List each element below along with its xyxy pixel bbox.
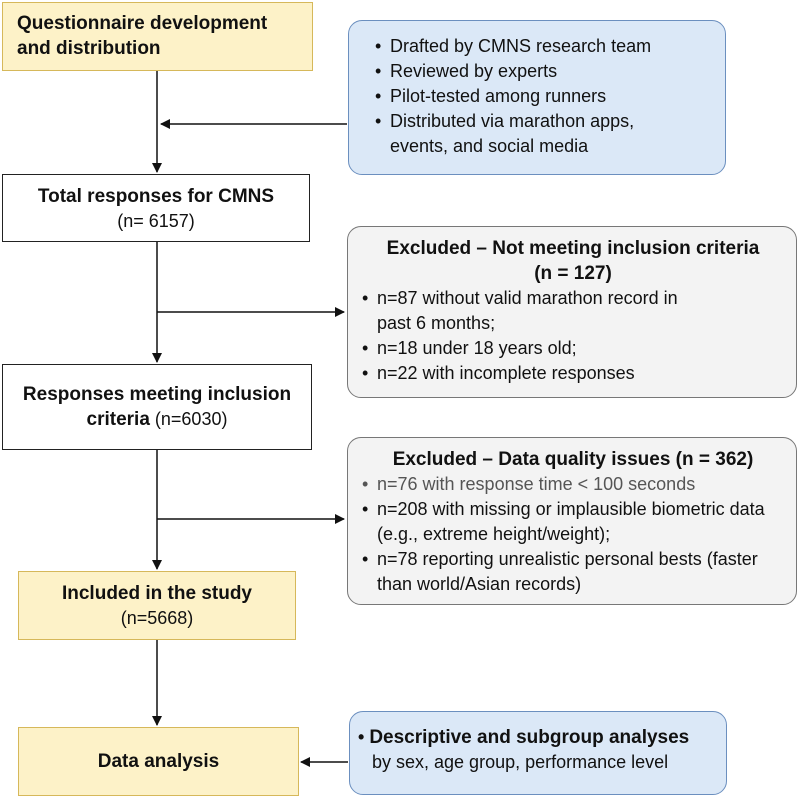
exclusion-quality-item: n=76 with response time < 100 seconds — [360, 472, 786, 497]
node-included-title: Included in the study — [61, 583, 252, 604]
exclusion-criteria-item: n=22 with incomplete responses — [360, 361, 786, 386]
development-note-item: Drafted by CMNS research team — [373, 34, 715, 59]
node-questionnaire-line1: Questionnaire development — [17, 13, 268, 34]
development-notes-box: Drafted by CMNS research team Reviewed b… — [348, 20, 726, 175]
exclusion-criteria-count: (n = 127) — [534, 263, 612, 284]
analysis-notes-box: • Descriptive and subgroup analyses by s… — [349, 711, 727, 795]
exclusion-criteria-box: Excluded – Not meeting inclusion criteri… — [347, 226, 797, 398]
development-note-item: Pilot-tested among runners — [373, 84, 715, 109]
node-meeting-line2-bold: criteria — [86, 409, 150, 430]
node-data-analysis: Data analysis — [18, 727, 299, 796]
exclusion-quality-header: Excluded – Data quality issues (n = 362) — [392, 449, 754, 470]
node-analysis-title: Data analysis — [97, 751, 220, 772]
node-total-responses: Total responses for CMNS (n= 6157) — [2, 174, 310, 242]
exclusion-quality-item: n=208 with missing or implausible biomet… — [360, 497, 767, 547]
node-total-title: Total responses for CMNS — [37, 185, 275, 207]
node-total-count: (n= 6157) — [117, 210, 195, 231]
development-note-item: Reviewed by experts — [373, 59, 715, 84]
exclusion-criteria-header: Excluded – Not meeting inclusion criteri… — [386, 238, 760, 259]
node-included: Included in the study (n=5668) — [18, 571, 296, 640]
development-note-item: Distributed via marathon apps, events, a… — [373, 109, 695, 159]
node-meeting-criteria: Responses meeting inclusion criteria (n=… — [2, 364, 312, 450]
node-meeting-line1: Responses meeting inclusion — [22, 384, 292, 405]
exclusion-quality-box: Excluded – Data quality issues (n = 362)… — [347, 437, 797, 605]
node-included-count: (n=5668) — [120, 608, 194, 628]
analysis-notes-title: Descriptive and subgroup analyses — [369, 727, 690, 748]
exclusion-quality-item: n=78 reporting unrealistic personal best… — [360, 547, 797, 597]
node-questionnaire: Questionnaire development and distributi… — [2, 2, 313, 71]
node-questionnaire-line2: and distribution — [17, 38, 161, 59]
node-meeting-line2-rest: (n=6030) — [149, 409, 228, 429]
analysis-notes-detail: by sex, age group, performance level — [372, 752, 669, 772]
exclusion-criteria-item: n=87 without valid marathon record in pa… — [360, 286, 707, 336]
exclusion-criteria-item: n=18 under 18 years old; — [360, 336, 786, 361]
